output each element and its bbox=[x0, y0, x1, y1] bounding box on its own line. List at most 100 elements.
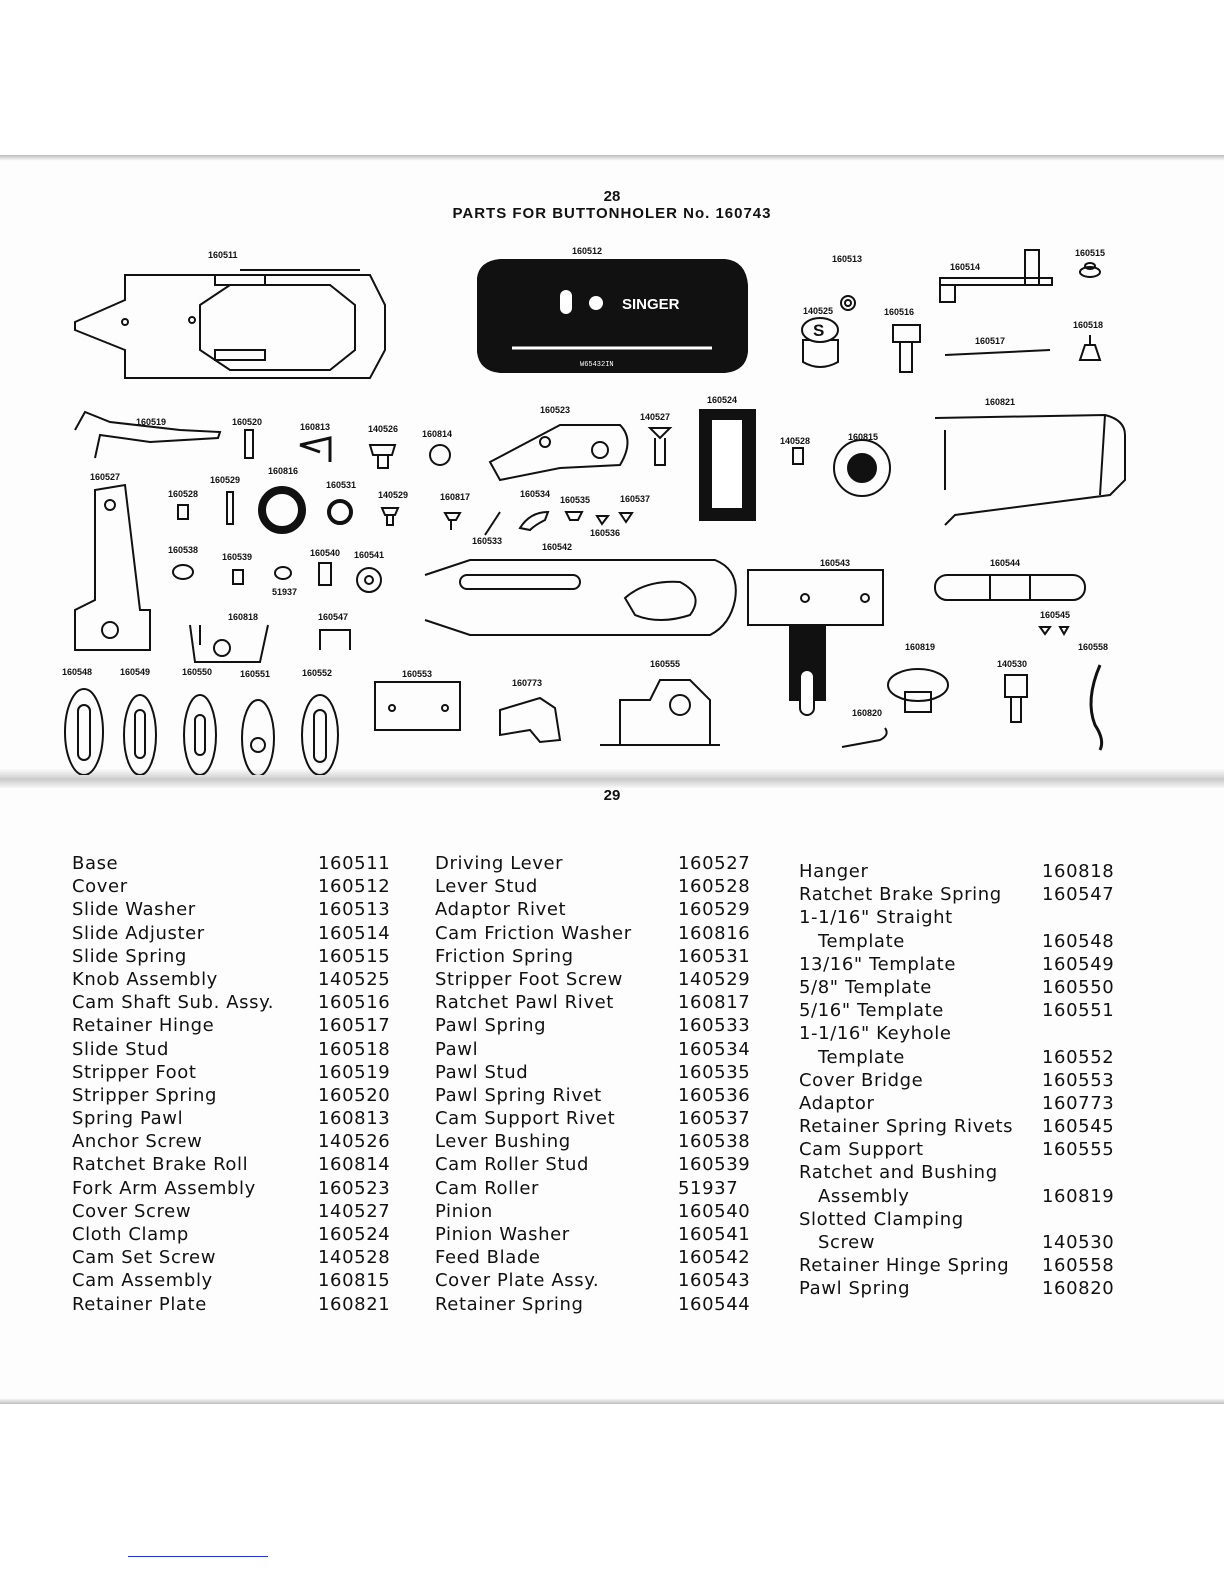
label-160820: 160820 bbox=[852, 708, 882, 718]
part-number: 160519 bbox=[318, 1061, 391, 1083]
label-51937: 51937 bbox=[272, 587, 297, 597]
part-name: Retainer Plate bbox=[72, 1293, 207, 1315]
part-number: 140528 bbox=[318, 1247, 391, 1269]
part-number: 160550 bbox=[1042, 976, 1115, 998]
label-160517: 160517 bbox=[975, 336, 1005, 346]
label-160821: 160821 bbox=[985, 397, 1015, 407]
parts-diagram: SINGER W65432IN S bbox=[62, 246, 1126, 775]
part-number: 160543 bbox=[678, 1270, 751, 1292]
label-160538: 160538 bbox=[168, 545, 198, 555]
label-140530: 140530 bbox=[997, 659, 1027, 669]
part-number: 140530 bbox=[1042, 1232, 1115, 1253]
label-160545: 160545 bbox=[1040, 610, 1070, 620]
part-name: Cam Assembly bbox=[72, 1270, 213, 1292]
part-name: 13/16" Template bbox=[799, 953, 957, 975]
part-adaptor-rivet bbox=[226, 491, 234, 525]
label-140527: 140527 bbox=[640, 412, 670, 422]
label-140525: 140525 bbox=[803, 306, 833, 316]
part-name: Pawl Spring bbox=[799, 1278, 911, 1300]
part-retainer-plate bbox=[934, 413, 1126, 526]
part-name: Ratchet Brake Roll bbox=[72, 1154, 249, 1176]
part-number: 140529 bbox=[678, 968, 751, 990]
page-number-top: 28 bbox=[603, 188, 621, 205]
label-140528: 140528 bbox=[780, 436, 810, 446]
part-name: Cam Support Rivet bbox=[435, 1108, 616, 1130]
part-slide-washer bbox=[840, 295, 856, 311]
part-number: 160518 bbox=[318, 1038, 391, 1060]
part-name: Cam Roller bbox=[435, 1177, 540, 1199]
part-name: Cover Plate Assy. bbox=[435, 1270, 600, 1292]
part-name: Cover Screw bbox=[72, 1200, 192, 1222]
part-retainer-spring-rivets bbox=[1038, 626, 1070, 637]
cover-code-text: W65432IN bbox=[580, 361, 614, 369]
part-number: 160558 bbox=[1042, 1255, 1115, 1277]
part-number: 160816 bbox=[678, 922, 751, 944]
label-160542: 160542 bbox=[542, 542, 572, 552]
label-160813: 160813 bbox=[300, 422, 330, 432]
part-name: Pawl Stud bbox=[435, 1061, 529, 1083]
label-160520: 160520 bbox=[232, 417, 262, 427]
part-number: 160513 bbox=[318, 899, 391, 921]
part-stripper-spring bbox=[244, 429, 254, 459]
part-retainer-hinge bbox=[944, 349, 1051, 356]
label-160550: 160550 bbox=[182, 667, 212, 677]
part-cam-support bbox=[600, 679, 720, 746]
part-name: Stripper Spring bbox=[72, 1084, 218, 1106]
part-name: Cam Support bbox=[799, 1139, 924, 1161]
part-number: 160540 bbox=[678, 1200, 751, 1222]
part-retainer-spring bbox=[934, 574, 1086, 601]
part-stripper-foot bbox=[74, 410, 222, 459]
part-number: 160535 bbox=[678, 1061, 751, 1083]
label-160524: 160524 bbox=[707, 395, 737, 405]
part-name: 1-1/16" Keyhole bbox=[799, 1023, 952, 1045]
part-number: 160773 bbox=[1042, 1092, 1115, 1114]
label-160547: 160547 bbox=[318, 612, 348, 622]
part-spring-pawl bbox=[299, 436, 332, 462]
part-name: Hanger bbox=[799, 861, 869, 882]
page-number-bottom: 29 bbox=[603, 787, 621, 804]
label-160514: 160514 bbox=[950, 262, 980, 272]
label-160539: 160539 bbox=[222, 552, 252, 562]
label-160555: 160555 bbox=[650, 659, 680, 669]
label-160548: 160548 bbox=[62, 667, 92, 677]
label-160558: 160558 bbox=[1078, 642, 1108, 652]
part-slide-spring bbox=[1079, 262, 1101, 278]
part-name: Spring Pawl bbox=[72, 1108, 184, 1130]
part-name: Cam Friction Washer bbox=[435, 922, 632, 944]
part-number: 160551 bbox=[1042, 1000, 1115, 1022]
part-number: 160552 bbox=[1042, 1046, 1115, 1068]
part-number: 160555 bbox=[1042, 1139, 1115, 1161]
part-number: 51937 bbox=[678, 1177, 739, 1199]
part-number: 160542 bbox=[678, 1247, 751, 1269]
templates-row bbox=[64, 688, 339, 775]
part-name: Pawl bbox=[435, 1038, 479, 1060]
label-160528: 160528 bbox=[168, 489, 198, 499]
part-name: Retainer Spring Rivets bbox=[799, 1116, 1014, 1138]
part-pinion bbox=[318, 562, 332, 586]
part-name: Lever Bushing bbox=[435, 1131, 571, 1153]
label-160512: 160512 bbox=[572, 246, 602, 256]
label-160815: 160815 bbox=[848, 432, 878, 442]
part-number: 160818 bbox=[1042, 861, 1115, 882]
label-160816: 160816 bbox=[268, 466, 298, 476]
part-anchor-screw bbox=[368, 444, 397, 469]
part-number: 160524 bbox=[318, 1224, 391, 1245]
label-160513: 160513 bbox=[832, 254, 862, 264]
part-name: Lever Stud bbox=[435, 876, 538, 898]
part-cam-set-screw bbox=[792, 447, 804, 465]
label-160527: 160527 bbox=[90, 472, 120, 482]
label-160537: 160537 bbox=[620, 494, 650, 504]
part-lever-stud bbox=[177, 504, 189, 520]
part-number: 160817 bbox=[678, 992, 751, 1014]
label-160516: 160516 bbox=[884, 307, 914, 317]
part-number: 160523 bbox=[318, 1177, 391, 1199]
part-cloth-clamp bbox=[699, 409, 756, 521]
part-number: 160820 bbox=[1042, 1278, 1115, 1300]
part-cam-assembly bbox=[833, 439, 891, 497]
part-number: 160541 bbox=[678, 1224, 751, 1245]
label-160553: 160553 bbox=[402, 669, 432, 679]
part-adaptor bbox=[499, 696, 562, 744]
part-cover: SINGER W65432IN bbox=[477, 259, 748, 373]
part-name: Feed Blade bbox=[435, 1247, 541, 1269]
part-pinion-washer bbox=[356, 567, 382, 593]
